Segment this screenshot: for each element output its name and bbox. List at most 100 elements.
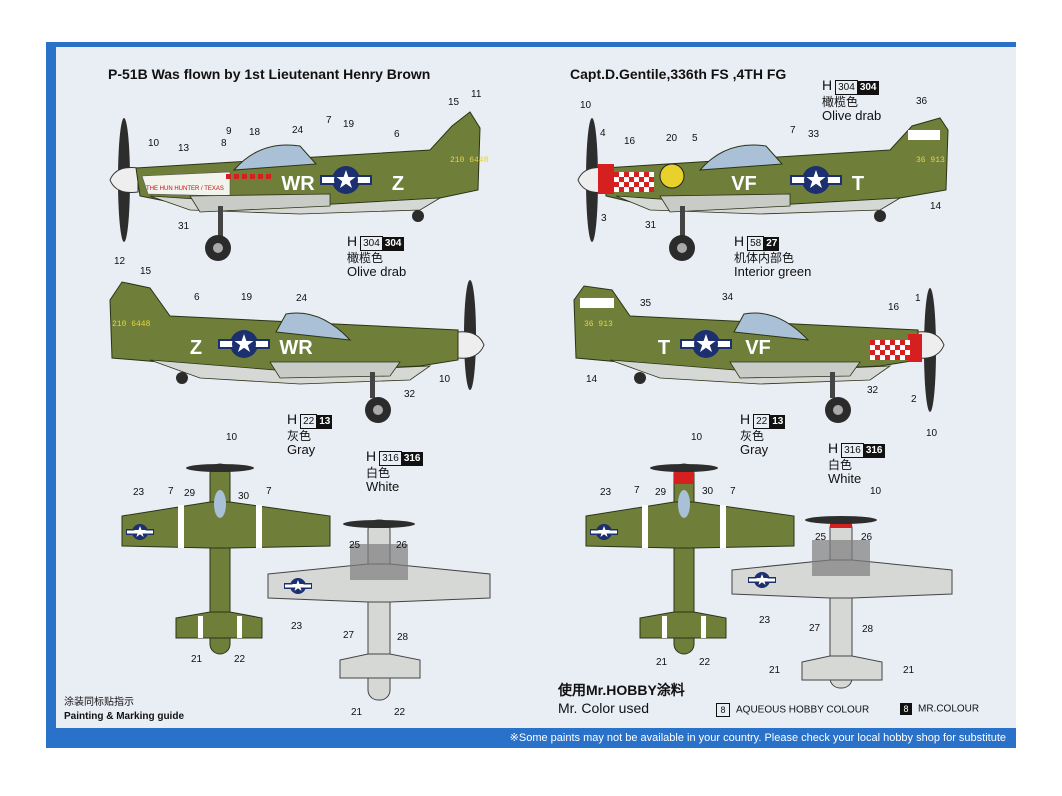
gentile-code-left-2: VF (745, 337, 771, 359)
legend-aqueous: 8 AQUEOUS HOBBY COLOUR (716, 703, 869, 717)
callout-number: 29 (184, 488, 196, 499)
callout-number: 27 (343, 630, 355, 641)
callout-number: 23 (759, 615, 771, 626)
aqueous-code: 22 (753, 414, 771, 429)
paint-name-en: Olive drab (822, 108, 882, 123)
callout-number: 11 (471, 89, 482, 100)
callout-number: 25 (815, 532, 827, 543)
callout-number: 21 (191, 654, 203, 665)
paint-name-en: White (828, 471, 862, 486)
gentile-code-left: VF (731, 173, 757, 195)
paint-name-cn: 白色 (366, 466, 391, 480)
mr-hobby-en: Mr. Color used (558, 700, 650, 716)
paint-h-prefix: H (347, 233, 358, 249)
mr-code: 316 (863, 444, 885, 458)
paint-h-prefix: H (828, 440, 839, 456)
aqueous-code: 22 (300, 414, 318, 429)
callout-number: 14 (930, 201, 942, 212)
callout-number: 10 (691, 432, 703, 443)
callout-number: 16 (624, 136, 636, 147)
callout-number: 33 (808, 129, 820, 140)
callout-number: 15 (140, 266, 152, 277)
callout-number: 23 (600, 487, 612, 498)
callout-number: 7 (634, 485, 640, 496)
legend-aqueous-box: 8 (716, 703, 730, 717)
callout-number: 36 (916, 96, 928, 107)
aqueous-code: 316 (841, 443, 864, 458)
aqueous-code: 58 (747, 236, 765, 251)
callout-number: 10 (148, 138, 160, 149)
callout-number: 31 (178, 221, 190, 232)
callout-number: 4 (600, 128, 606, 139)
callout-number: 6 (194, 292, 200, 303)
callout-number: 8 (221, 138, 227, 149)
paint-name-cn: 橄榄色 (347, 251, 384, 265)
callout-number: 21 (903, 665, 915, 676)
gentile-serial-2: 36 913 (584, 320, 613, 329)
paint-name-en: Gray (287, 442, 316, 457)
callout-number: 29 (655, 487, 667, 498)
right-aircraft-title: Capt.D.Gentile,336th FS ,4TH FG (570, 66, 787, 82)
guide-en: Painting & Marking guide (64, 711, 185, 722)
callout-number: 3 (601, 213, 607, 224)
p51b-gentile-bottom-view (731, 516, 953, 689)
callout-number: 30 (702, 486, 714, 497)
callout-number: 10 (580, 100, 592, 111)
callout-number: 25 (349, 540, 361, 551)
callout-number: 1 (915, 293, 921, 304)
callout-number: 15 (448, 97, 460, 108)
callout-number: 21 (769, 665, 781, 676)
callout-number: 23 (291, 621, 303, 632)
paint-h-prefix: H (740, 411, 751, 427)
mr-code: 316 (401, 452, 423, 466)
callout-number: 10 (439, 374, 451, 385)
callout-number: 32 (404, 389, 416, 400)
callout-number: 13 (178, 143, 190, 154)
callout-number: 12 (114, 256, 126, 267)
callout-number: 24 (292, 125, 304, 136)
callout-number: 7 (266, 486, 272, 497)
callout-number: 10 (226, 432, 238, 443)
aqueous-code: 316 (379, 451, 402, 466)
callout-number: 21 (656, 657, 668, 668)
callout-number: 26 (396, 540, 408, 551)
paint-h-prefix: H (366, 448, 377, 464)
callout-number: 28 (862, 624, 874, 635)
callout-number: 14 (586, 374, 598, 385)
legend-aqueous-label: AQUEOUS HOBBY COLOUR (736, 704, 870, 716)
gentile-serial: 36 913 (916, 156, 945, 165)
callout-number: 7 (168, 486, 174, 497)
legend-mr-box: 8 (900, 703, 912, 715)
p51b-brown-side-left (109, 111, 481, 261)
footer-disclaimer: ※Some paints may not be available in you… (46, 728, 1016, 748)
brown-code-left: WR (281, 173, 315, 195)
paint-name-en: White (366, 479, 400, 494)
brown-code-right: Z (392, 173, 404, 195)
callout-number: 7 (730, 486, 736, 497)
legend-mr-colour: 8 MR.COLOUR (900, 703, 979, 715)
callout-number: 27 (809, 623, 821, 634)
callout-number: 7 (326, 115, 332, 126)
callout-number: 18 (249, 127, 261, 138)
brown-code-right-2: Z (190, 337, 202, 359)
gentile-code-right: T (852, 173, 864, 195)
callout-number: 10 (926, 428, 938, 439)
callout-number: 5 (692, 133, 698, 144)
callout-number: 32 (867, 385, 879, 396)
left-aircraft-title: P-51B Was flown by 1st Lieutenant Henry … (108, 66, 431, 82)
paint-name-en: Olive drab (347, 264, 407, 279)
mr-code: 304 (857, 81, 879, 95)
p51b-brown-side-right (109, 280, 485, 423)
gentile-code-right-2: T (658, 337, 670, 359)
paint-h-prefix: H (734, 233, 745, 249)
guide-cn: 涂装同标贴指示 (64, 697, 134, 708)
callout-number: 21 (351, 707, 363, 718)
legend-mr-label: MR.COLOUR (918, 703, 980, 715)
mr-code: 27 (764, 237, 780, 251)
p51b-brown-top-view (121, 463, 331, 655)
